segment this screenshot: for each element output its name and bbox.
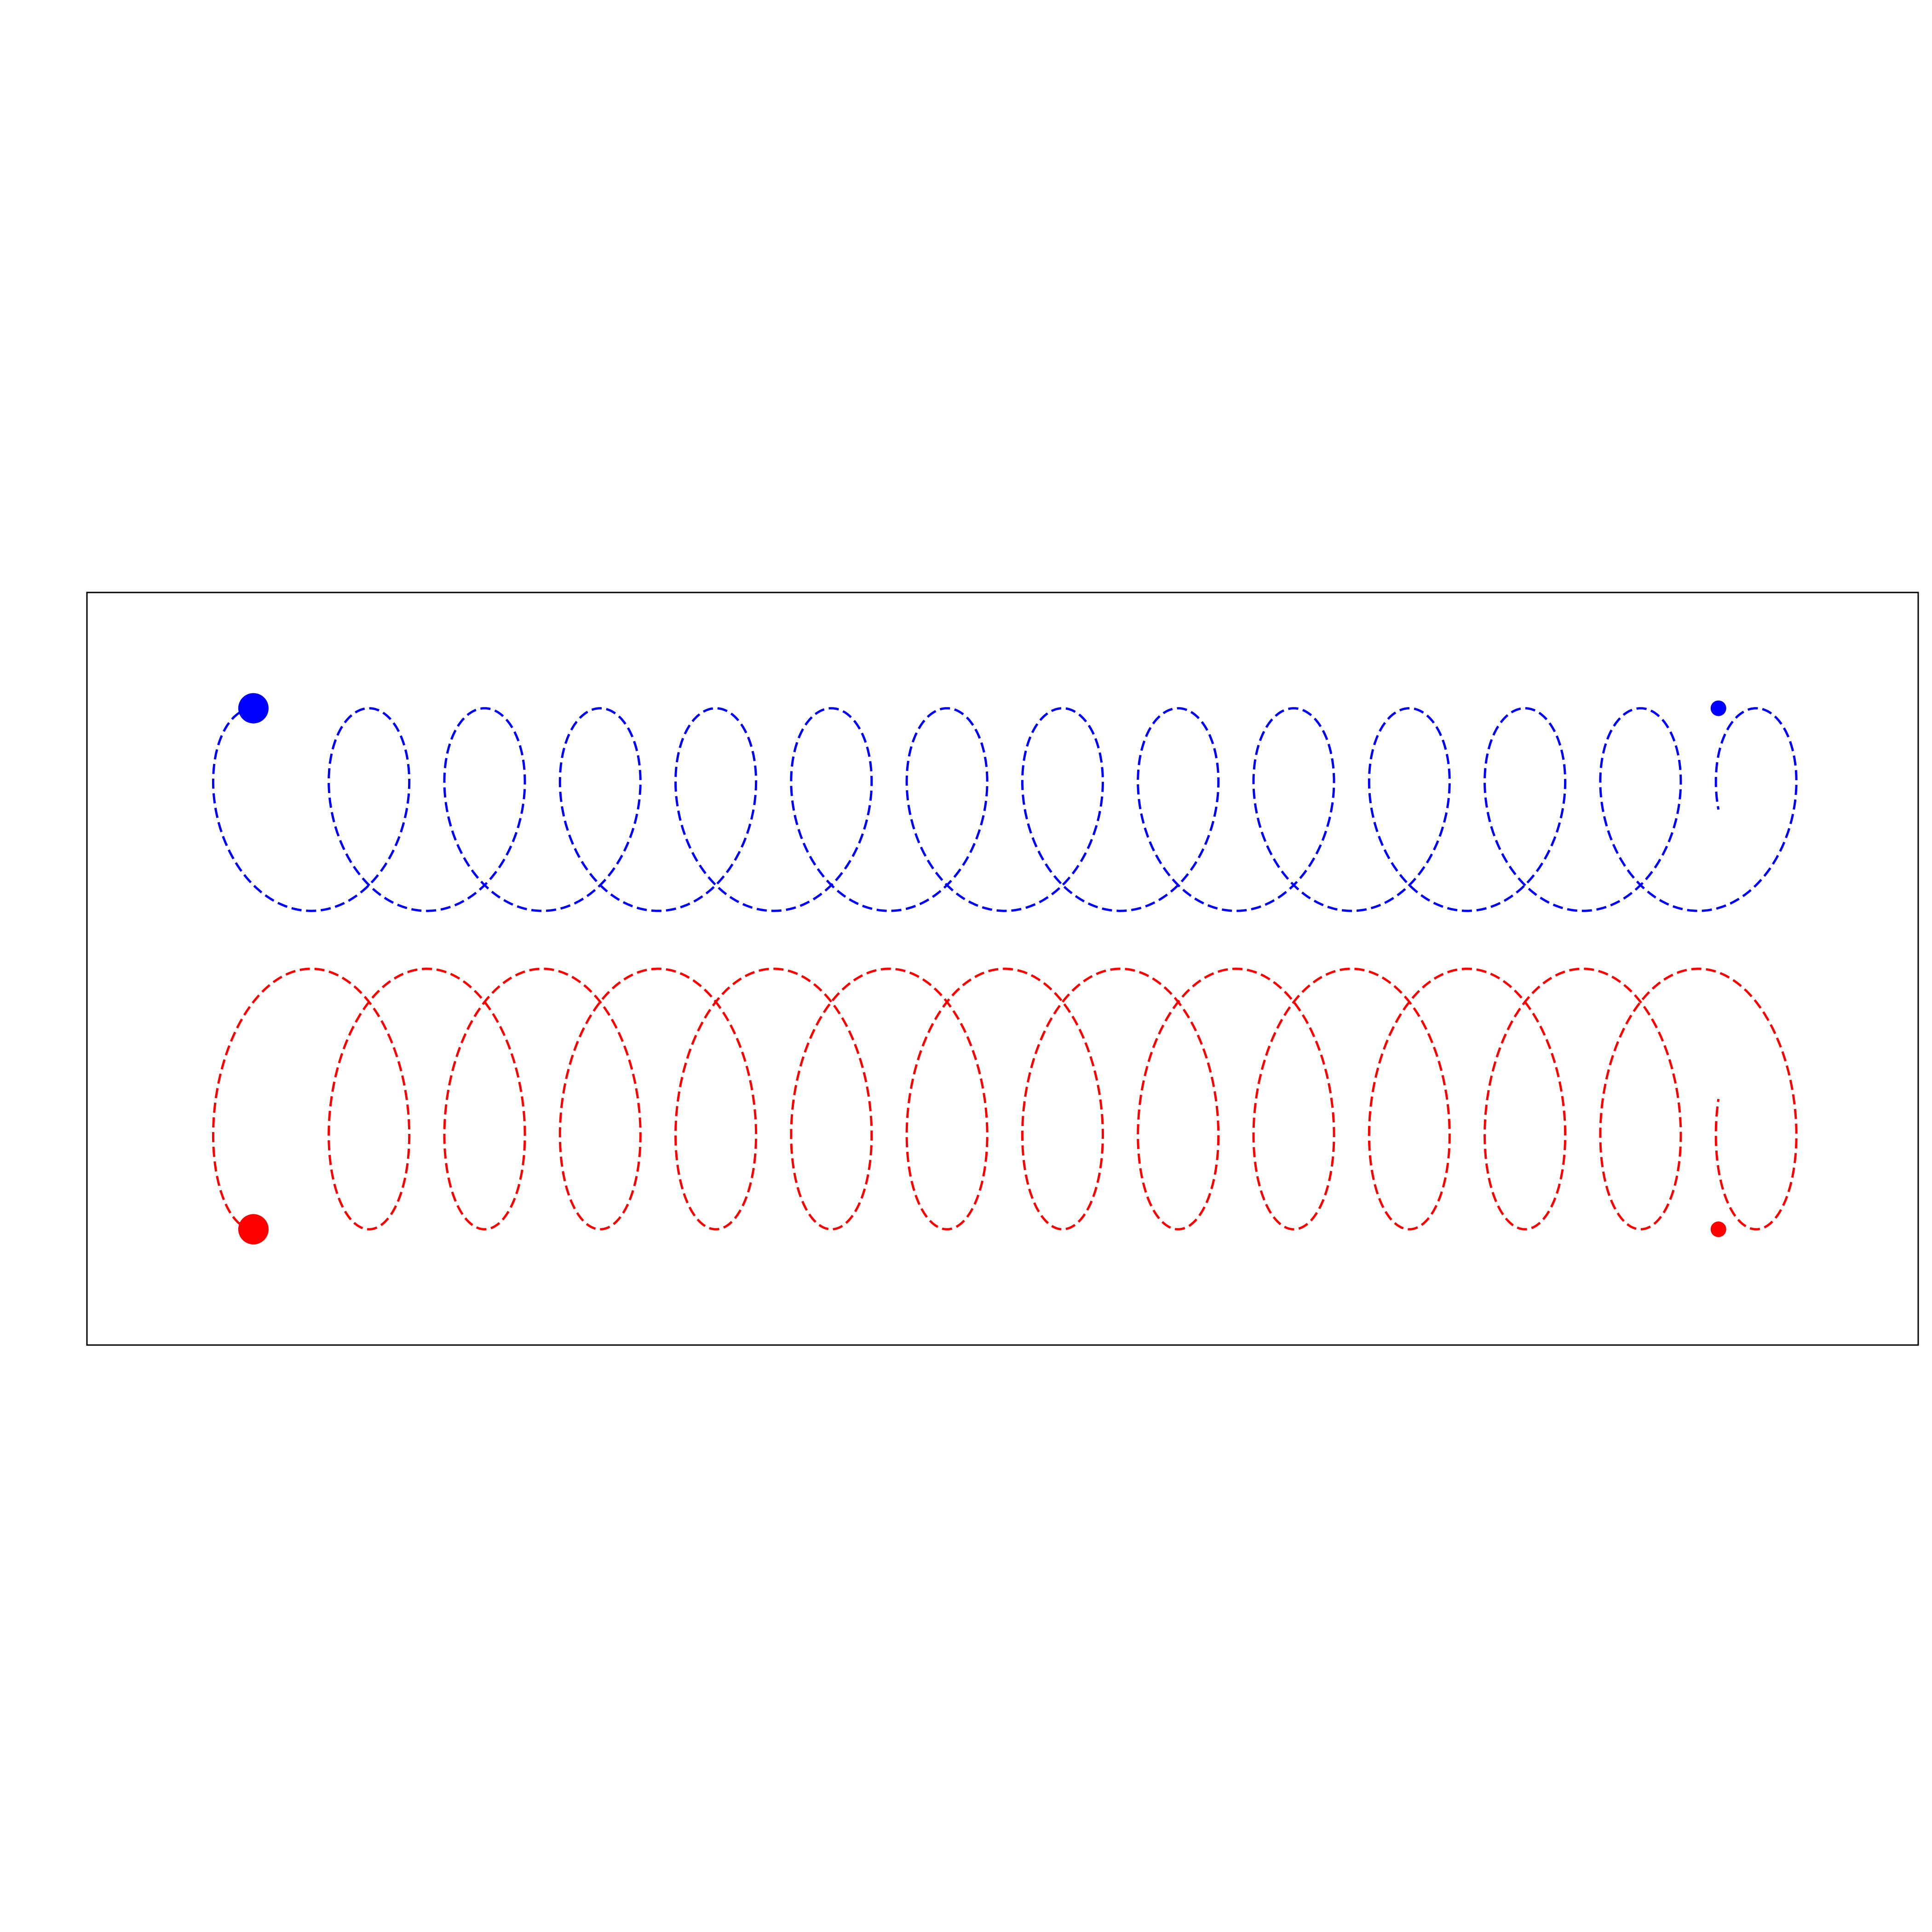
series-2-end-marker — [1710, 1221, 1726, 1237]
series-2-start-marker — [238, 1214, 269, 1245]
series-layer — [212, 693, 1798, 1245]
series-1-start-marker — [238, 693, 269, 724]
series-1-path — [212, 707, 1798, 912]
axes-frame — [86, 592, 1919, 1346]
series-2-path — [212, 967, 1798, 1230]
series-1 — [212, 693, 1798, 912]
series-2 — [212, 967, 1798, 1245]
series-1-end-marker — [1710, 700, 1726, 716]
